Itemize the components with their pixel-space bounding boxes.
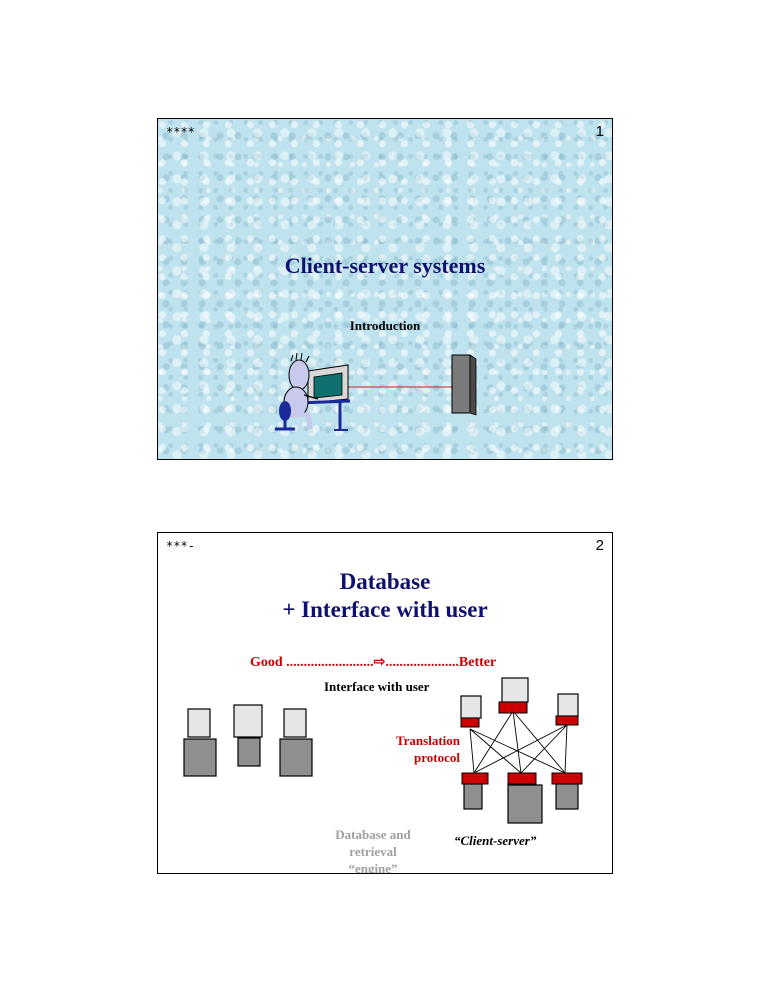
translation-protocol-label: Translation protocol bbox=[368, 732, 460, 766]
standalone-terminal-1 bbox=[183, 708, 217, 777]
protocol-line-2: protocol bbox=[414, 750, 460, 765]
database-engine-label: Database and retrieval “engine” bbox=[318, 826, 428, 874]
slide-2-title: Database + Interface with user bbox=[158, 568, 612, 624]
client-server-label: “Client-server” bbox=[454, 833, 537, 848]
server-icon bbox=[451, 354, 477, 416]
db-line-3: “engine” bbox=[348, 861, 398, 874]
slide-2: ***- 2 Database + Interface with user Go… bbox=[157, 532, 613, 874]
user-at-computer-illustration bbox=[275, 352, 477, 431]
client-2 bbox=[498, 677, 529, 714]
person-icon bbox=[275, 352, 319, 431]
slide-1: **** 1 Client-server systems Introductio… bbox=[157, 118, 613, 460]
interface-with-user-label: Interface with user bbox=[324, 679, 430, 694]
good-better-scale: Good .........................⇨.........… bbox=[250, 655, 497, 670]
architecture-diagram bbox=[183, 677, 583, 824]
slide-2-marker: ***- bbox=[166, 539, 195, 553]
slide-2-page-number: 2 bbox=[595, 537, 604, 554]
slide-1-marker: **** bbox=[166, 125, 195, 139]
client-3 bbox=[555, 693, 579, 726]
client-1 bbox=[460, 695, 482, 728]
server-3 bbox=[551, 772, 583, 810]
slide-1-title: Client-server systems bbox=[284, 253, 486, 278]
server-2 bbox=[507, 772, 543, 824]
standalone-terminal-2 bbox=[233, 704, 263, 767]
slide-1-page-number: 1 bbox=[595, 123, 604, 140]
computer-monitor-icon bbox=[307, 364, 349, 404]
db-line-2: retrieval bbox=[349, 844, 397, 859]
slide-2-title-line-2: + Interface with user bbox=[282, 597, 488, 622]
db-line-1: Database and bbox=[335, 827, 411, 842]
standalone-terminal-3 bbox=[279, 708, 313, 777]
slide-2-title-line-1: Database bbox=[339, 569, 431, 594]
slide-1-subtitle: Introduction bbox=[349, 318, 421, 333]
protocol-line-1: Translation bbox=[395, 733, 460, 748]
server-1 bbox=[461, 772, 489, 810]
network-links bbox=[469, 710, 568, 774]
